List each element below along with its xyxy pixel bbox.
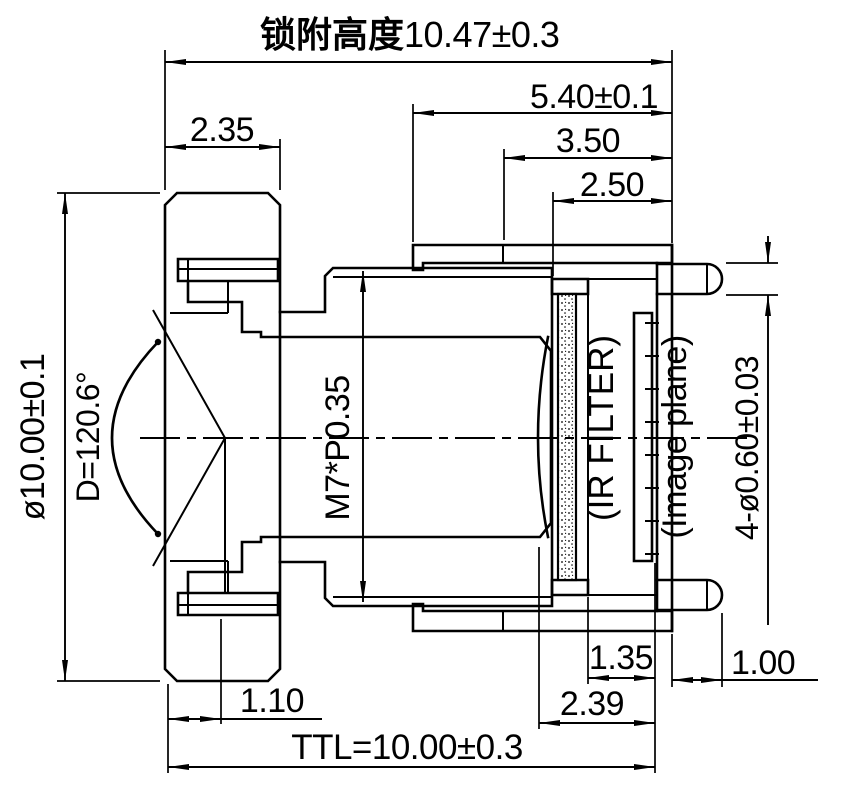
dim-135-label: 1.35: [589, 639, 653, 677]
dim-mount-holes-label: 4-ø0.60±0.03: [729, 356, 765, 540]
ir-filter-label: (IR FILTER): [582, 335, 621, 521]
dim-barrel-length: 5.40±0.1: [412, 78, 672, 242]
dim-110-label: 1.10: [240, 682, 304, 720]
image-plane-plate: [632, 311, 659, 563]
front-cap-outline: [163, 191, 282, 683]
dim-ttl-label: TTL=10.00±0.3: [291, 728, 523, 767]
dim-100-label: 1.00: [731, 644, 795, 682]
dim-thread: M7*P0.35: [319, 271, 366, 602]
dim-350: 3.50: [503, 122, 672, 240]
dim-mount-holes: 4-ø0.60±0.03: [726, 236, 778, 625]
dim-239-label: 2.39: [560, 685, 624, 723]
dim-lock-height-value: 10.47±0.3: [404, 14, 559, 55]
front-lens-element: [110, 338, 162, 538]
mount-tab-top: [655, 262, 724, 296]
dim-110: 1.10: [167, 619, 322, 773]
front-cap-inner-bottom: [170, 435, 553, 617]
label-image-plane: (Image plane): [656, 335, 694, 538]
image-plane-label: (Image plane): [656, 335, 694, 538]
dim-thread-label: M7*P0.35: [319, 375, 357, 520]
dim-100: 1.00: [671, 613, 818, 687]
dim-235-label: 2.35: [190, 111, 254, 149]
dim-350-label: 3.50: [556, 122, 620, 160]
dim-ttl: TTL=10.00±0.3: [168, 728, 655, 770]
dim-barrel-length-label: 5.40±0.1: [530, 78, 658, 116]
dim-250-label: 2.50: [580, 166, 644, 204]
dim-fov: D=120.6°: [70, 372, 106, 503]
front-cap-inner-top: [170, 257, 553, 439]
dim-235: 2.35: [165, 111, 281, 190]
label-ir-filter: (IR FILTER): [582, 335, 621, 521]
mount-tab-bottom: [655, 578, 724, 612]
dim-outer-diameter: ø10.00±0.1: [14, 192, 160, 682]
dim-135: 1.35: [587, 597, 655, 684]
dim-250: 2.50: [552, 166, 672, 276]
dim-lock-height: 锁附高度 10.47±0.3: [164, 14, 673, 243]
dim-outer-diameter-label: ø10.00±0.1: [14, 354, 52, 521]
dim-239: 2.39: [538, 547, 656, 773]
dim-fov-label: D=120.6°: [70, 372, 106, 503]
dim-lock-height-label-cn: 锁附高度: [260, 14, 404, 55]
